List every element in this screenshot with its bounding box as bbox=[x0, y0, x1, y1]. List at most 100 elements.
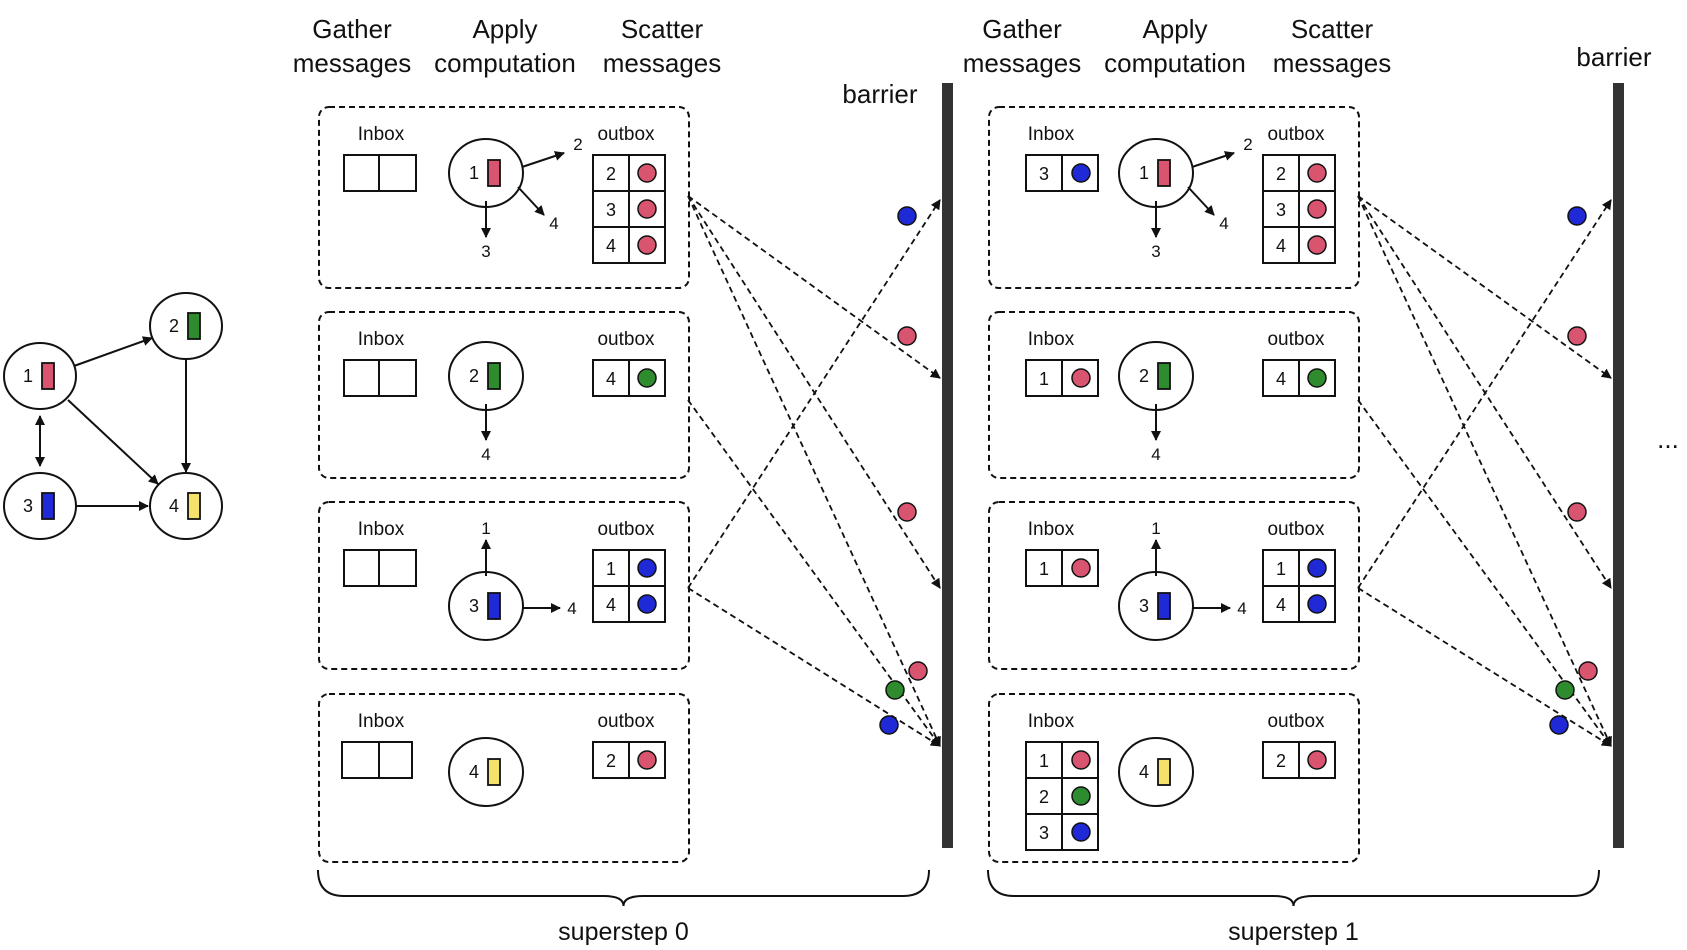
outbox-label: outbox bbox=[1267, 711, 1325, 732]
vertex-ellipse bbox=[448, 737, 524, 807]
inbox-sender: 1 bbox=[1039, 559, 1049, 579]
outbox-recipient: 4 bbox=[1276, 236, 1286, 256]
outbox-message-green bbox=[1307, 368, 1327, 388]
scatter-arrow-to-4 bbox=[517, 186, 545, 216]
vertex-1: 1 bbox=[3, 342, 77, 410]
vertex-id: 3 bbox=[469, 596, 479, 616]
inbox-label: Inbox bbox=[358, 329, 405, 350]
vertex-id: 1 bbox=[23, 366, 33, 386]
in-flight-message-blue bbox=[1567, 206, 1587, 226]
vertex-value-red bbox=[41, 362, 55, 390]
in-flight-message-green bbox=[1555, 680, 1575, 700]
vertex-box-border bbox=[988, 106, 1360, 289]
vertex-value-yellow bbox=[187, 492, 201, 520]
vertex-3: 3 bbox=[1118, 571, 1194, 641]
message-flow-arrow bbox=[687, 199, 941, 589]
superstep-brace bbox=[317, 869, 930, 907]
inbox-label: Inbox bbox=[358, 711, 405, 732]
barrier-bar bbox=[1613, 83, 1624, 848]
vertex-id: 4 bbox=[1139, 762, 1149, 782]
outbox-message-red bbox=[637, 750, 657, 770]
vertex-box-border bbox=[988, 693, 1360, 863]
message-flow-arrow bbox=[1357, 195, 1612, 589]
scatter-target-label: 4 bbox=[1219, 214, 1228, 233]
inbox-message-green bbox=[1071, 786, 1091, 806]
scatter-target-label: 2 bbox=[573, 135, 582, 154]
message-flow-arrow bbox=[1357, 195, 1612, 747]
vertex-box-border bbox=[318, 501, 690, 670]
in-flight-message-blue bbox=[879, 715, 899, 735]
inbox-message-red bbox=[1071, 368, 1091, 388]
vertex-id: 4 bbox=[169, 496, 179, 516]
superstep-0: GathermessagesApplycomputationScattermes… bbox=[293, 14, 953, 946]
outbox-message-red bbox=[637, 235, 657, 255]
inbox-label: Inbox bbox=[1028, 124, 1075, 145]
message-flow-arrow bbox=[1357, 587, 1612, 747]
outbox-message-blue bbox=[1307, 558, 1327, 578]
vertex-3: 3 bbox=[3, 472, 77, 540]
scatter-target-label: 3 bbox=[1151, 242, 1160, 261]
outbox-message-red bbox=[1307, 199, 1327, 219]
vertex-ellipse bbox=[1118, 571, 1194, 641]
outbox-recipient: 4 bbox=[606, 595, 616, 615]
input-graph: 1 2 3 4 bbox=[3, 292, 223, 540]
phase-apply-line1: Apply bbox=[472, 14, 537, 44]
vertex-value-yellow bbox=[487, 758, 501, 786]
outbox-message-red bbox=[637, 199, 657, 219]
vertex-value-green bbox=[487, 362, 501, 390]
in-flight-message-red bbox=[1567, 326, 1587, 346]
in-flight-message-red bbox=[908, 661, 928, 681]
outbox-recipient: 2 bbox=[1276, 751, 1286, 771]
vertex-ellipse bbox=[149, 472, 223, 540]
scatter-target-label: 1 bbox=[1151, 519, 1160, 538]
phase-apply-line1: Apply bbox=[1142, 14, 1207, 44]
outbox-recipient: 3 bbox=[1276, 200, 1286, 220]
message-flow-arrow bbox=[687, 587, 941, 747]
vertex-2: 2 bbox=[448, 341, 524, 411]
scatter-target-label: 4 bbox=[1237, 599, 1246, 618]
vertex-ellipse bbox=[3, 472, 77, 540]
scatter-arrow-to-2 bbox=[1191, 151, 1235, 168]
scatter-target-label: 4 bbox=[567, 599, 576, 618]
inbox-sender: 3 bbox=[1039, 823, 1049, 843]
message-flow-arrow bbox=[1357, 195, 1612, 379]
vertex-id: 1 bbox=[1139, 163, 1149, 183]
scatter-target-label: 4 bbox=[1151, 445, 1160, 464]
outbox-message-blue bbox=[1307, 594, 1327, 614]
outbox-label: outbox bbox=[597, 519, 655, 540]
scatter-arrow-to-2 bbox=[521, 151, 565, 168]
phase-scatter-line2: messages bbox=[1273, 48, 1392, 78]
superstep-brace bbox=[987, 869, 1600, 907]
vertex-value-green bbox=[187, 312, 201, 340]
outbox-message-red bbox=[1307, 235, 1327, 255]
vertex-id: 2 bbox=[1139, 366, 1149, 386]
vertex-ellipse bbox=[3, 342, 77, 410]
supersteps: GathermessagesApplycomputationScattermes… bbox=[293, 14, 1679, 946]
vertex-value-blue bbox=[487, 592, 501, 620]
edge-1-2 bbox=[73, 336, 153, 367]
inbox-sender: 2 bbox=[1039, 787, 1049, 807]
outbox-recipient: 2 bbox=[606, 164, 616, 184]
in-flight-message-red bbox=[1578, 661, 1598, 681]
vertex-value-blue bbox=[1157, 592, 1171, 620]
outbox-recipient: 3 bbox=[606, 200, 616, 220]
inbox-sender: 1 bbox=[1039, 369, 1049, 389]
outbox-recipient: 4 bbox=[606, 236, 616, 256]
vertex-value-blue bbox=[41, 492, 55, 520]
in-flight-message-blue bbox=[897, 206, 917, 226]
vertex-id: 2 bbox=[169, 316, 179, 336]
inbox-empty bbox=[341, 741, 413, 779]
scatter-target-label: 2 bbox=[1243, 135, 1252, 154]
vertex-value-green bbox=[1157, 362, 1171, 390]
vertex-ellipse bbox=[448, 341, 524, 411]
inbox-label: Inbox bbox=[358, 124, 405, 145]
in-flight-message-red bbox=[1567, 502, 1587, 522]
inbox-sender: 1 bbox=[1039, 751, 1049, 771]
vertex-box-border bbox=[318, 106, 690, 289]
barrier-label: barrier bbox=[1576, 42, 1651, 72]
